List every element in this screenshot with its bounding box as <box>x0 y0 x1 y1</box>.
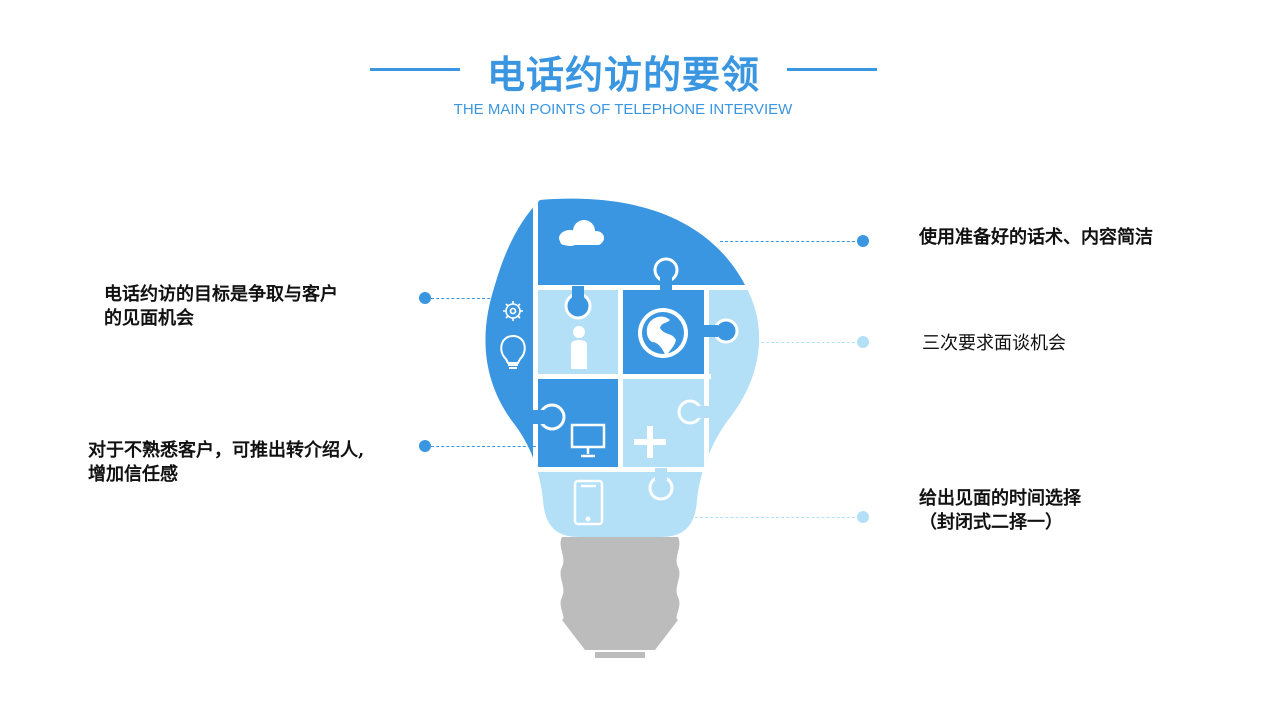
right-point-3-line1: 给出见面的时间选择 <box>919 488 1081 509</box>
plus-icon <box>634 426 666 458</box>
left-point-2-line2: 增加信任感 <box>88 464 178 485</box>
right-point-1: 使用准备好的话术、内容简洁 <box>919 226 1153 250</box>
left-point-2-connector <box>431 446 536 447</box>
page-title: 电话约访的要领 <box>486 53 760 97</box>
right-point-2-line1: 三次要求面谈机会 <box>922 333 1066 354</box>
monitor-icon <box>570 423 606 458</box>
page-subtitle: THE MAIN POINTS OF TELEPHONE INTERVIEW <box>453 101 793 118</box>
lightbulb-icon <box>500 334 526 369</box>
person-icon <box>571 326 587 369</box>
left-point-2: 对于不熟悉客户，可推出转介绍人, 增加信任感 <box>88 439 364 487</box>
right-point-3-line2: （封闭式二择一） <box>919 512 1063 533</box>
right-point-3: 给出见面的时间选择 （封闭式二择一） <box>919 487 1081 535</box>
right-point-1-connector <box>720 241 860 242</box>
left-point-1-marker <box>419 292 431 304</box>
right-point-2-connector <box>756 342 860 343</box>
left-point-2-marker <box>419 440 431 452</box>
left-point-1-line2: 的见面机会 <box>104 308 194 329</box>
bulb-base <box>560 537 680 658</box>
left-point-1: 电话约访的目标是争取与客户 的见面机会 <box>104 283 338 331</box>
right-point-1-marker <box>857 235 869 247</box>
right-point-3-connector <box>695 517 860 518</box>
right-point-1-line1: 使用准备好的话术、内容简洁 <box>919 227 1153 248</box>
title-divider-left <box>370 68 460 71</box>
left-point-2-line1: 对于不熟悉客户，可推出转介绍人, <box>88 440 365 461</box>
smartphone-icon <box>573 479 604 526</box>
title-divider-right <box>787 68 877 71</box>
right-point-3-marker <box>857 511 869 523</box>
left-point-1-line1: 电话约访的目标是争取与客户 <box>104 284 338 305</box>
gear-icon <box>503 301 523 321</box>
cloud-icon <box>559 220 604 246</box>
right-point-2-marker <box>857 336 869 348</box>
globe-icon <box>638 308 688 358</box>
left-point-1-connector <box>431 298 531 299</box>
right-point-2: 三次要求面谈机会 <box>922 332 1066 356</box>
